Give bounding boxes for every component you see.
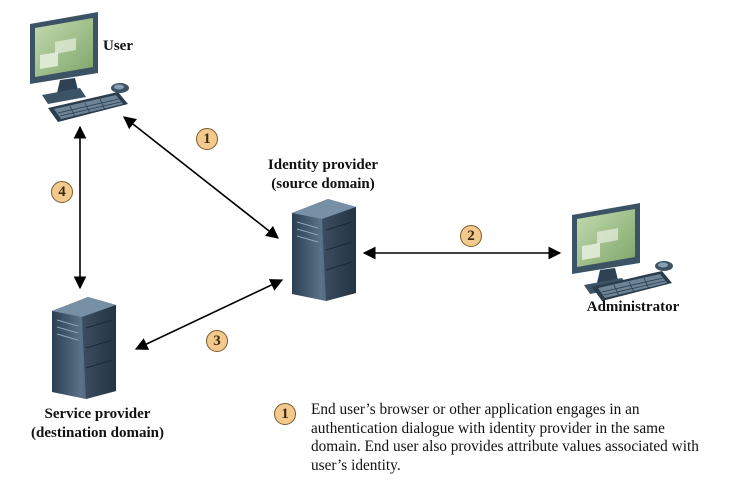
identity-provider-label-line1: Identity provider: [267, 157, 379, 173]
service-provider-server-icon: [52, 297, 116, 399]
user-label: User: [103, 38, 133, 54]
identity-provider-label: Identity provider (source domain): [248, 156, 398, 194]
administrator-computer-icon: [572, 203, 673, 301]
step-badge-1: 1: [196, 128, 218, 150]
legend-badge: 1: [274, 403, 296, 425]
step-badge-3: 3: [206, 330, 228, 352]
service-provider-label-line2: (destination domain): [31, 425, 164, 441]
user-computer-icon: [30, 12, 129, 122]
service-provider-label-line1: Service provider: [44, 406, 151, 422]
step-badge-4: 4: [51, 181, 73, 203]
arrow-user-identity-provider: [122, 116, 280, 239]
legend-text: End user’s browser or other application …: [311, 401, 699, 474]
identity-provider-label-line2: (source domain): [271, 176, 375, 192]
arrow-identity-provider-service-provider: [134, 279, 284, 350]
identity-provider-server-icon: [292, 199, 356, 301]
administrator-label: Administrator: [586, 299, 680, 315]
service-provider-label: Service provider (destination domain): [10, 405, 185, 443]
step-badge-2: 2: [460, 225, 482, 247]
